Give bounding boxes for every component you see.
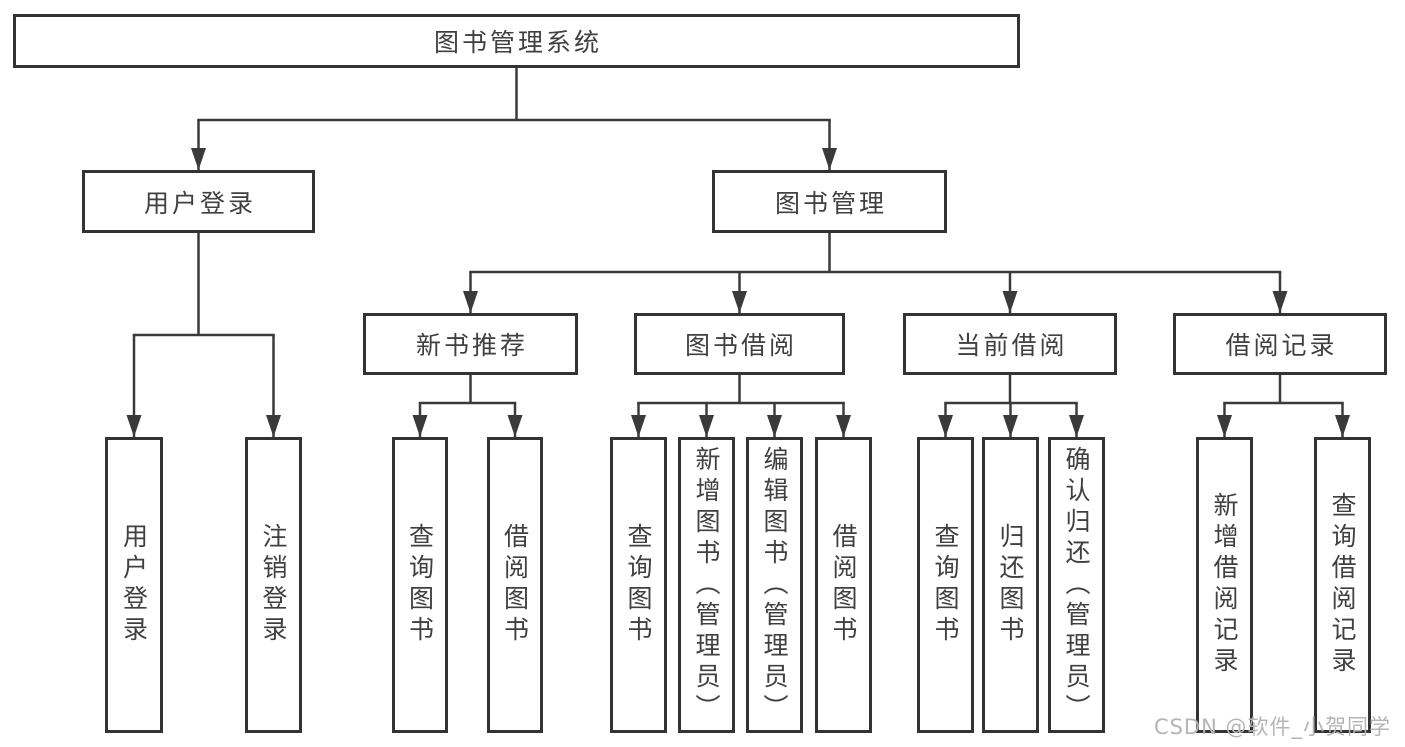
leaf-records-add-borrow-record: 新增借阅记录 — [1196, 437, 1253, 733]
node-label: 新书推荐 — [415, 331, 528, 360]
node-borrowing-records: 借阅记录 — [1173, 313, 1387, 375]
leaf-current-query-books: 查询图书 — [917, 437, 974, 733]
node-user-login: 用户登录 — [82, 170, 315, 233]
node-label: 新增借阅记录 — [1210, 492, 1239, 678]
leaf-current-return-books: 归还图书 — [982, 437, 1039, 733]
node-label: 查询图书 — [931, 523, 960, 647]
leaf-user-login: 用户登录 — [105, 437, 163, 733]
connector-current-trunk — [944, 375, 1078, 405]
node-label: 新增图书（管理员） — [692, 445, 721, 725]
node-label: 查询图书 — [405, 523, 435, 647]
leaf-records-query-borrow-record: 查询借阅记录 — [1314, 437, 1371, 733]
node-label: 借阅图书 — [500, 523, 530, 647]
node-label: 借阅记录 — [1225, 331, 1338, 360]
connector-records-trunk — [1223, 375, 1344, 405]
leaf-borrowing-add-books-admin: 新增图书（管理员） — [678, 437, 735, 733]
node-label: 归还图书 — [996, 523, 1025, 647]
leaf-newbook-query-books: 查询图书 — [392, 437, 448, 733]
node-label: 确认归还（管理员） — [1062, 445, 1091, 725]
node-label: 注销登录 — [259, 523, 288, 647]
csdn-watermark: CSDN @软件_小贺同学 — [1153, 715, 1391, 739]
leaf-borrowing-edit-books-admin: 编辑图书（管理员） — [746, 437, 803, 733]
node-label: 查询图书 — [624, 523, 653, 647]
node-current-borrowing: 当前借阅 — [903, 313, 1117, 375]
connector-root-trunk — [197, 68, 831, 122]
leaf-borrowing-query-books: 查询图书 — [610, 437, 667, 733]
leaf-borrowing-borrow-books: 借阅图书 — [815, 437, 872, 733]
node-label: 用户登录 — [143, 188, 256, 218]
node-label: 编辑图书（管理员） — [760, 445, 789, 725]
leaf-current-confirm-return-admin: 确认归还（管理员） — [1048, 437, 1105, 733]
node-book-borrowing: 图书借阅 — [634, 313, 845, 375]
node-book-management: 图书管理 — [712, 170, 947, 233]
node-label: 借阅图书 — [829, 523, 858, 647]
node-label: 用户登录 — [119, 523, 149, 647]
leaf-newbook-borrow-books: 借阅图书 — [487, 437, 543, 733]
node-label: 图书管理系统 — [433, 28, 602, 57]
node-new-book-recommendation: 新书推荐 — [363, 313, 578, 375]
node-label: 图书管理 — [774, 188, 887, 218]
leaf-logout: 注销登录 — [245, 437, 302, 733]
node-library-system: 图书管理系统 — [13, 14, 1020, 68]
connector-borrowing-trunk — [637, 375, 845, 405]
connector-book-management-trunk — [469, 233, 1282, 274]
node-label: 图书借阅 — [684, 331, 797, 360]
connector-newbook-trunk — [418, 375, 517, 405]
node-label: 当前借阅 — [955, 331, 1068, 360]
connector-user-login-trunk — [132, 233, 275, 337]
node-label: 查询借阅记录 — [1328, 492, 1357, 678]
